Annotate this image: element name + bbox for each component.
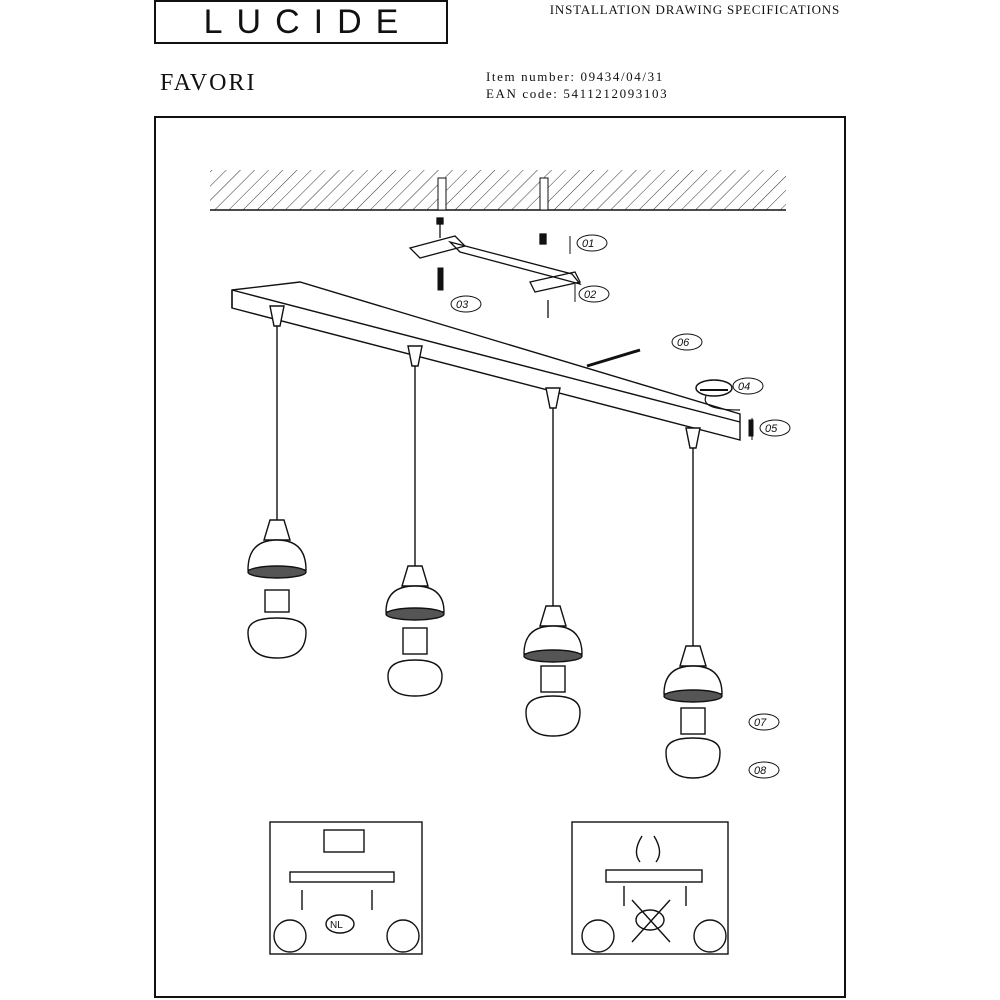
step-04-callout: 04	[732, 377, 764, 395]
step-callouts: 01 02 03 06 04 05 07 08	[450, 234, 791, 779]
ean-label: EAN code:	[486, 86, 559, 101]
pendant-3	[523, 387, 583, 737]
detail-panel-left: NL	[269, 821, 423, 955]
step-03-label: 03	[456, 299, 469, 311]
ean-line: EAN code: 5411212093103	[486, 85, 668, 102]
pendant-2	[385, 345, 445, 697]
step-07-callout: 07	[748, 713, 780, 731]
lucide-logo: LUCIDE	[154, 0, 448, 44]
step-06-label: 06	[677, 337, 690, 349]
step-04-label: 04	[738, 381, 750, 393]
product-name: FAVORI	[160, 70, 257, 96]
step-01-callout: 01	[569, 234, 608, 254]
step-08-label: 08	[754, 765, 767, 777]
product-meta: Item number: 09434/04/31 EAN code: 54112…	[486, 68, 668, 102]
ceiling	[210, 170, 786, 211]
step-05-callout: 05	[751, 418, 791, 440]
ean-value: 5411212093103	[563, 86, 669, 101]
mounting-bracket	[408, 217, 582, 318]
step-06-callout: 06	[671, 333, 703, 351]
detail-panel-right	[571, 821, 729, 955]
drawing-frame	[154, 116, 846, 998]
step-07-label: 07	[754, 717, 767, 729]
screws	[437, 267, 754, 437]
step-01-label: 01	[582, 238, 594, 250]
detail-badge: NL	[330, 920, 343, 931]
pendant-4	[663, 427, 723, 779]
step-02-callout: 02	[574, 284, 610, 303]
canopy-bar	[231, 281, 741, 441]
item-number-value: 09434/04/31	[580, 69, 664, 84]
step-02-label: 02	[584, 289, 596, 301]
step-03-callout: 03	[450, 295, 482, 313]
step-08-callout: 08	[748, 761, 780, 779]
item-number-line: Item number: 09434/04/31	[486, 68, 668, 85]
document-title: INSTALLATION DRAWING SPECIFICATIONS	[549, 2, 840, 17]
step-05-label: 05	[765, 423, 778, 435]
item-number-label: Item number:	[486, 69, 576, 84]
pendant-1	[247, 305, 307, 659]
